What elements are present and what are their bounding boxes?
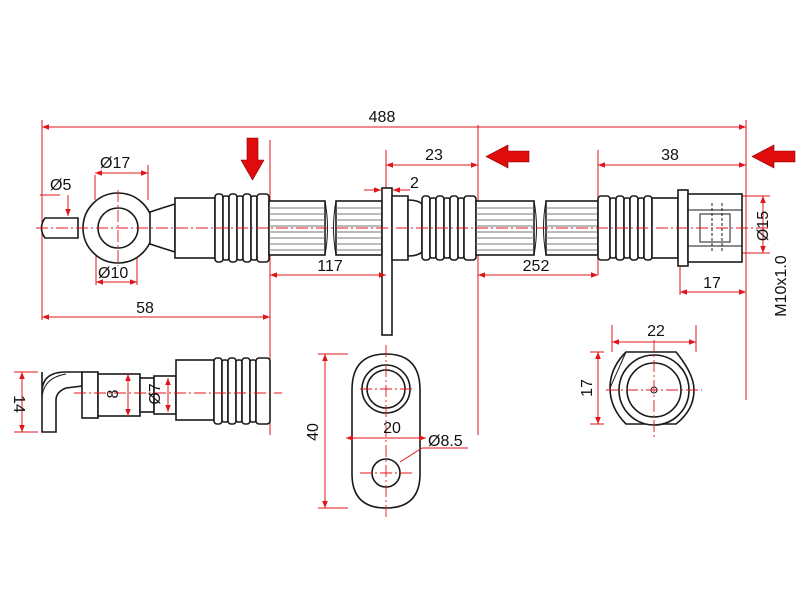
dim-fitting-dia: Ø15 — [755, 211, 772, 241]
dim-banjo-outer-dia: Ø17 — [100, 155, 130, 172]
dim-hex-22: 22 — [647, 323, 665, 340]
dim-bend-8: 8 — [105, 389, 122, 398]
clamp-arrow-down — [240, 137, 265, 181]
dim-hex-17: 17 — [579, 379, 596, 397]
dim-bend-14: 14 — [10, 395, 27, 413]
bracket-plate-detail — [318, 345, 468, 520]
dim-17: 17 — [703, 275, 721, 292]
bent-end-detail — [14, 357, 282, 433]
right-ferrule-rings — [597, 195, 653, 261]
dim-117: 117 — [317, 258, 343, 275]
dim-bracket-thickness: 2 — [410, 175, 419, 192]
dim-hole-d85: Ø8.5 — [428, 433, 463, 450]
dim-banjo-pin-dia: Ø5 — [50, 177, 71, 194]
dim-overall-length: 488 — [369, 109, 396, 126]
clamp-arrow-left — [485, 144, 530, 169]
dimension-lines — [40, 124, 766, 320]
fitting-arrow-left — [751, 144, 796, 169]
dim-bracket-40: 40 — [305, 423, 322, 441]
dim-thread: M10x1.0 — [773, 255, 790, 316]
dim-bracket-20: 20 — [383, 420, 401, 437]
dim-23: 23 — [425, 147, 443, 164]
hex-end-view-detail — [590, 325, 702, 438]
dim-252: 252 — [523, 258, 550, 275]
dim-banjo-hole-dia: Ø10 — [98, 265, 128, 282]
dim-bend-d7: Ø7 — [147, 383, 164, 404]
dim-58: 58 — [136, 300, 154, 317]
dim-38: 38 — [661, 147, 679, 164]
